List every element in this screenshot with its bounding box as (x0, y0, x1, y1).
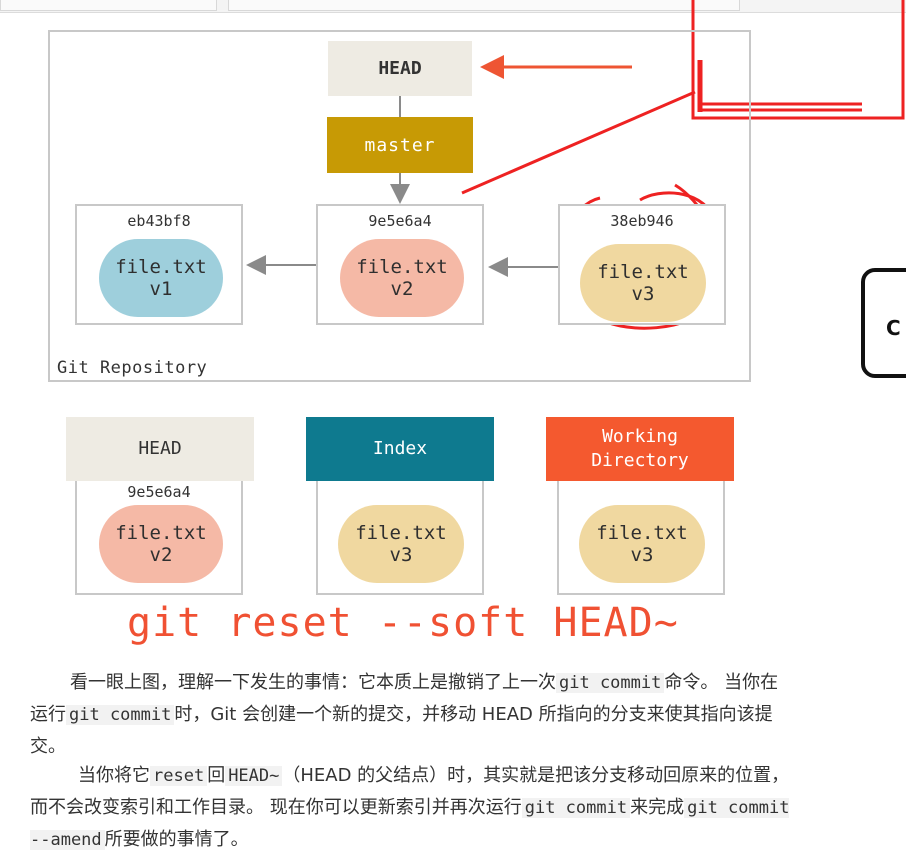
text-span: 所要做的事情了。 (104, 829, 249, 850)
text-span: 命令。 当你在运行 (30, 672, 779, 725)
text-span: （HEAD 的父结点）时，其实就是把该分支移动回原来的位置，而不会改变索引和工作… (30, 765, 790, 818)
side-button-label: C (886, 316, 901, 340)
commit-node: 38eb946 file.txt v3 (558, 204, 726, 325)
file-blob: file.txt v2 (340, 239, 464, 317)
master-branch-pointer: master (327, 117, 473, 173)
inline-code: reset (150, 766, 208, 786)
inline-code: git commit (556, 673, 665, 693)
file-version: v3 (631, 283, 655, 305)
head-pointer: HEAD (328, 41, 472, 96)
toolbar-field-left[interactable] (0, 0, 217, 11)
commit-id: 9e5e6a4 (127, 483, 191, 501)
head-area-header: HEAD (66, 417, 254, 481)
file-name: file.txt (115, 522, 207, 544)
index-area-box: file.txt v3 (316, 481, 484, 595)
git-repository-box (48, 30, 751, 382)
file-name: file.txt (596, 522, 688, 544)
inline-code: HEAD~ (225, 766, 283, 786)
commit-id: 38eb946 (610, 212, 674, 230)
working-directory-header: Working Directory (546, 417, 734, 481)
floating-side-button[interactable] (861, 268, 906, 378)
file-blob: file.txt v2 (99, 505, 223, 583)
text-span: 看一眼上图，理解一下发生的事情：它本质上是撤销了上一次 (70, 672, 556, 693)
command-caption: git reset --soft HEAD~ (127, 600, 679, 646)
head-area-box: 9e5e6a4 file.txt v2 (75, 481, 243, 595)
file-blob: file.txt v3 (580, 244, 706, 322)
file-blob: file.txt v1 (99, 239, 223, 317)
inline-code: git commit (66, 705, 175, 725)
file-version: v3 (389, 544, 413, 566)
commit-id: 9e5e6a4 (368, 212, 432, 230)
top-toolbar-strip (0, 0, 906, 13)
repository-label: Git Repository (57, 358, 208, 378)
text-span: 时，Git 会创建一个新的提交，并移动 HEAD 所指向的分支来使其指向该提交。 (30, 704, 773, 757)
inline-code: git commit (521, 798, 631, 818)
file-name: file.txt (115, 256, 207, 278)
file-version: v2 (149, 544, 173, 566)
file-name: file.txt (356, 256, 448, 278)
working-directory-box: file.txt v3 (557, 481, 725, 595)
file-version: v2 (390, 278, 414, 300)
text-span: 来完成 (630, 797, 685, 818)
file-name: file.txt (597, 261, 689, 283)
text-span: 回 (207, 765, 226, 786)
file-version: v1 (149, 278, 173, 300)
text-span: 当你将它 (78, 765, 150, 786)
toolbar-field-middle[interactable] (228, 0, 740, 11)
file-blob: file.txt v3 (579, 505, 705, 583)
index-area-header: Index (306, 417, 494, 481)
file-name: file.txt (355, 522, 447, 544)
commit-node: eb43bf8 file.txt v1 (75, 204, 243, 325)
file-version: v3 (630, 544, 654, 566)
commit-id: eb43bf8 (127, 212, 191, 230)
file-blob: file.txt v3 (338, 505, 464, 583)
commit-node: 9e5e6a4 file.txt v2 (316, 204, 484, 325)
